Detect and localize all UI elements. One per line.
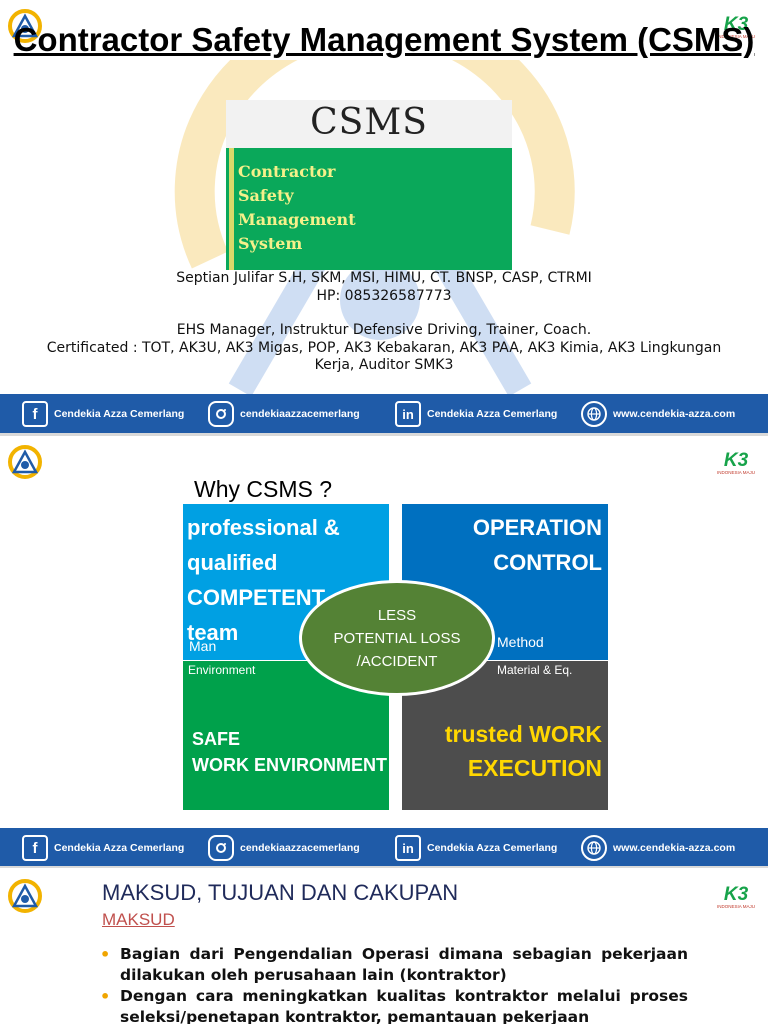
linkedin-icon: in [395, 835, 421, 861]
quad-text: OPERATION [472, 515, 602, 540]
footer-bar: f Cendekia Azza Cemerlang cendekiaazzace… [0, 828, 768, 866]
author-phone: HP: 085326587773 [316, 288, 452, 304]
quad-text: EXECUTION [467, 755, 602, 781]
quad-text: trusted WORK [444, 721, 602, 747]
linkedin-icon: in [395, 401, 421, 427]
list-item: Bagian dari Pengendalian Operasi dimana … [96, 944, 688, 986]
quad-text: SAFE [192, 729, 241, 749]
quad-label: Material & Eq. [497, 663, 573, 677]
csms-line: System [238, 234, 303, 253]
quad-label: Method [497, 634, 544, 650]
cendekia-logo-icon [8, 445, 42, 479]
globe-icon [581, 401, 607, 427]
quadrant-environment: Environment SAFE WORK ENVIRONMENT [183, 661, 389, 810]
oval-text: /ACCIDENT [356, 652, 438, 670]
author-role: EHS Manager, Instruktur Defensive Drivin… [176, 322, 592, 338]
quad-text: COMPETENT [187, 585, 326, 610]
quadrant-material: Material & Eq. trusted WORK EXECUTION [402, 661, 608, 810]
footer-facebook[interactable]: f Cendekia Azza Cemerlang [22, 401, 184, 427]
k3-logo-icon: K3 INDONESIA MAJU [716, 884, 755, 909]
slide-title: K3 INDONESIA MAJU Contractor Safety Mana… [0, 0, 768, 434]
k3-logo-icon: K3 INDONESIA MAJU [716, 14, 755, 39]
slide-separator [0, 866, 768, 869]
footer-linkedin[interactable]: in Cendekia Azza Cemerlang [395, 835, 557, 861]
csms-line: Contractor [238, 162, 336, 181]
instagram-icon [208, 401, 234, 427]
footer-website[interactable]: www.cendekia-azza.com [581, 401, 735, 427]
footer-linkedin[interactable]: in Cendekia Azza Cemerlang [395, 401, 557, 427]
center-oval: LESS POTENTIAL LOSS /ACCIDENT [299, 580, 495, 696]
globe-icon [581, 835, 607, 861]
csms-book-image: CSMS Contractor Safety Management System [226, 100, 512, 270]
facebook-icon: f [22, 835, 48, 861]
cendekia-logo-icon [8, 879, 42, 913]
quad-text: qualified [187, 550, 278, 575]
footer-bar: f Cendekia Azza Cemerlang cendekiaazzace… [0, 394, 768, 434]
oval-text: POTENTIAL LOSS [333, 629, 461, 647]
slide-separator [0, 433, 768, 436]
cendekia-logo-icon [8, 9, 42, 43]
quad-text: WORK ENVIRONMENT [192, 755, 387, 775]
quad-text: CONTROL [493, 550, 602, 575]
slide-title-text: Contractor Safety Management System (CSM… [13, 21, 755, 58]
slide-maksud: K3 INDONESIA MAJU MAKSUD, TUJUAN DAN CAK… [0, 868, 768, 1024]
footer-facebook[interactable]: f Cendekia Azza Cemerlang [22, 835, 184, 861]
footer-instagram[interactable]: cendekiaazzacemerlang [208, 401, 360, 427]
csms-line: Safety [238, 186, 294, 205]
quad-label: Environment [188, 663, 256, 677]
quad-text: professional & [187, 515, 340, 540]
csms-heading: CSMS [310, 102, 428, 143]
footer-instagram[interactable]: cendekiaazzacemerlang [208, 835, 360, 861]
author-name: Septian Julifar S.H, SKM, MSI, HIMU, CT.… [176, 270, 592, 286]
csms-line: Management [238, 210, 356, 229]
section-subtitle: MAKSUD [102, 910, 175, 929]
list-item: Dengan cara meningkatkan kualitas kontra… [96, 986, 688, 1024]
author-certs: Certificated : TOT, AK3U, AK3 Migas, POP… [46, 340, 722, 356]
section-title: MAKSUD, TUJUAN DAN CAKUPAN [102, 880, 459, 905]
facebook-icon: f [22, 401, 48, 427]
k3-logo-icon: K3 INDONESIA MAJU [716, 450, 755, 475]
author-certs-cont: Kerja, Auditor SMK3 [314, 357, 454, 373]
footer-website[interactable]: www.cendekia-azza.com [581, 835, 735, 861]
why-csms-title: Why CSMS ? [194, 476, 333, 502]
quad-text: team [187, 620, 239, 645]
instagram-icon [208, 835, 234, 861]
slide-why-csms: K3 INDONESIA MAJU Why CSMS ? professiona… [0, 436, 768, 866]
oval-text: LESS [377, 606, 417, 624]
quad-label: Man [189, 638, 217, 654]
bullet-list: Bagian dari Pengendalian Operasi dimana … [96, 944, 688, 1024]
